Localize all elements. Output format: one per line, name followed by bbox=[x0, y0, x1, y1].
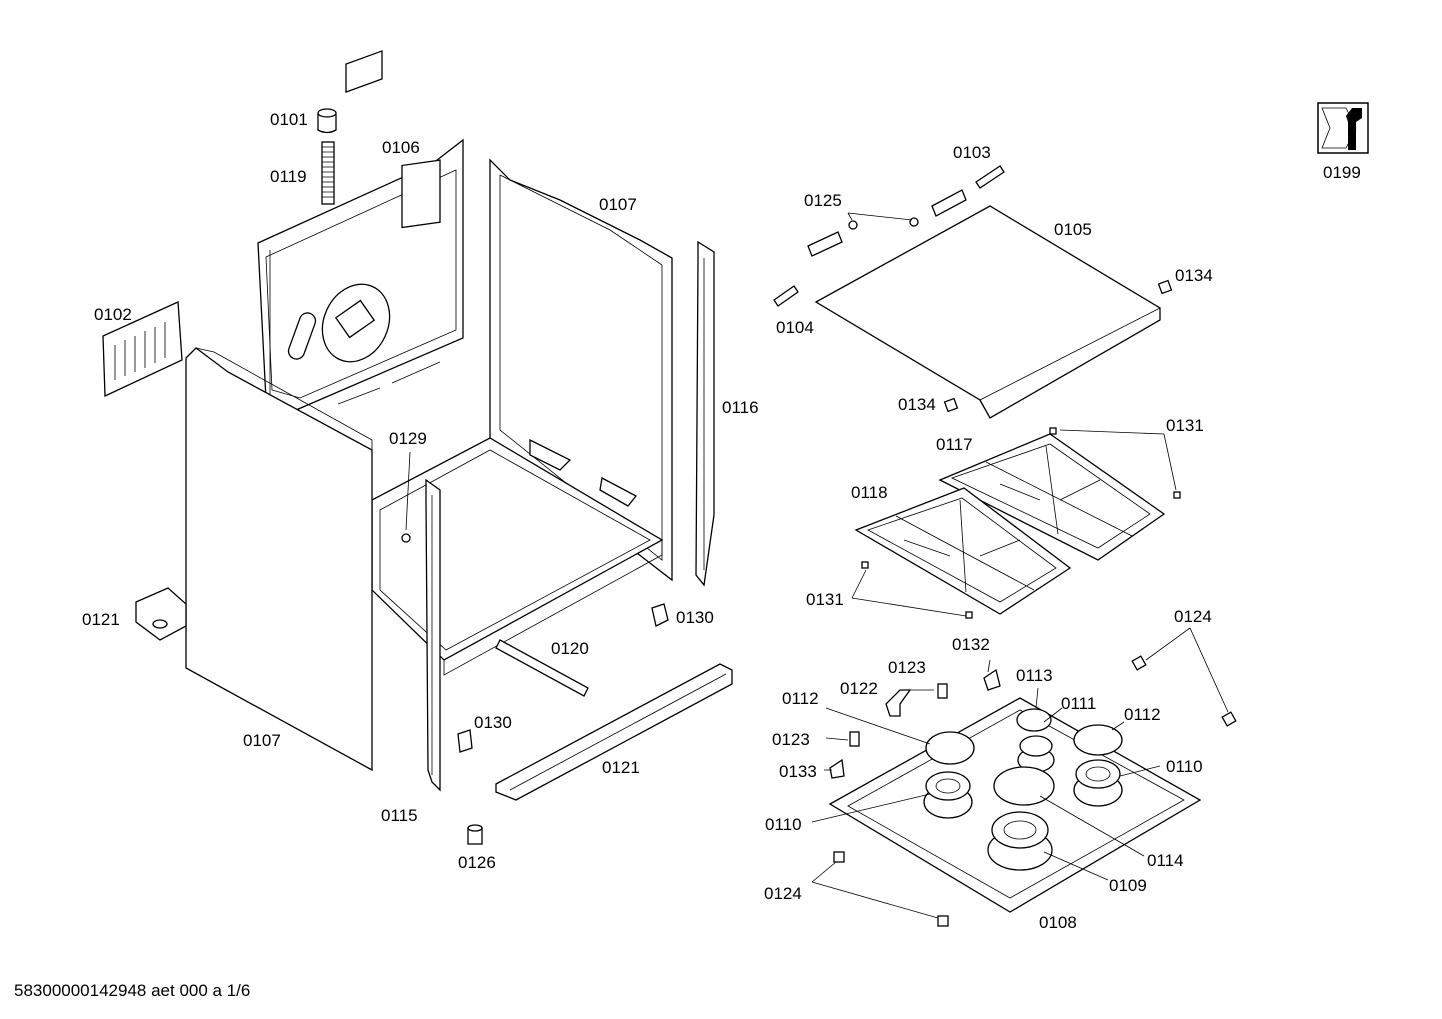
label-0101: 0101 bbox=[270, 110, 308, 129]
label-0132: 0132 bbox=[952, 635, 990, 654]
part-0125-nut-a bbox=[909, 217, 919, 227]
part-0104-screw bbox=[773, 285, 799, 307]
part-0110-burner-right bbox=[1073, 759, 1123, 807]
part-0117-grate bbox=[938, 433, 1166, 561]
label-0123-top: 0123 bbox=[888, 658, 926, 677]
part-0110-burner-left bbox=[923, 771, 973, 819]
label-0105: 0105 bbox=[1054, 220, 1092, 239]
leader-lines bbox=[811, 627, 1229, 919]
part-0111-burner-small bbox=[1017, 735, 1055, 773]
part-0109-burner-large bbox=[987, 811, 1053, 871]
label-0121-left: 0121 bbox=[82, 610, 120, 629]
part-0105-lid bbox=[814, 205, 1161, 419]
label-0118: 0118 bbox=[851, 483, 888, 502]
part-hinge-block-upper bbox=[931, 189, 967, 217]
part-0112-cap-right bbox=[1073, 724, 1123, 756]
label-0110-left: 0110 bbox=[765, 815, 802, 834]
label-0102: 0102 bbox=[94, 305, 132, 324]
part-0132-clip bbox=[983, 668, 1001, 691]
label-0124-top: 0124 bbox=[1174, 607, 1212, 626]
part-0131-foot-a bbox=[1049, 427, 1057, 435]
label-0123-left: 0123 bbox=[772, 730, 810, 749]
part-0115-front-strip bbox=[425, 478, 441, 792]
label-0112-left: 0112 bbox=[782, 689, 819, 708]
label-0103: 0103 bbox=[953, 143, 991, 162]
label-0115: 0115 bbox=[381, 806, 418, 825]
part-0123-clip-top bbox=[937, 683, 948, 699]
part-0121-rail-bottom bbox=[495, 663, 733, 801]
part-0113-cap-small bbox=[1016, 708, 1052, 732]
label-0106: 0106 bbox=[382, 138, 420, 157]
part-0121-bracket-left bbox=[135, 587, 187, 641]
part-0123-clip-left bbox=[849, 731, 860, 747]
part-0122-tube bbox=[885, 689, 912, 717]
label-0133: 0133 bbox=[779, 762, 817, 781]
leader-0131-top bbox=[1059, 429, 1177, 491]
part-0103-screw bbox=[975, 165, 1005, 189]
label-0107-side: 0107 bbox=[243, 731, 281, 750]
part-0101-cap bbox=[317, 108, 337, 134]
label-0130-right: 0130 bbox=[676, 608, 714, 627]
label-0131-bottom: 0131 bbox=[806, 590, 844, 609]
part-0134-pad-right bbox=[1157, 279, 1173, 295]
part-0126-foot bbox=[467, 824, 483, 845]
label-0117: 0117 bbox=[936, 435, 973, 454]
part-0130-clip-right bbox=[651, 603, 669, 627]
label-0119: 0119 bbox=[270, 167, 307, 186]
label-0126: 0126 bbox=[458, 853, 496, 872]
label-0134-right: 0134 bbox=[1175, 266, 1213, 285]
part-0125-nut-b bbox=[848, 220, 858, 230]
part-0118-grate bbox=[854, 487, 1072, 615]
part-0114-cap-large bbox=[993, 766, 1055, 806]
part-0107-side-panel-front bbox=[185, 347, 373, 772]
part-0124-clip-b bbox=[1221, 711, 1237, 727]
label-0114: 0114 bbox=[1147, 851, 1184, 870]
label-0122: 0122 bbox=[840, 679, 878, 698]
label-0124-bottom: 0124 bbox=[764, 884, 802, 903]
label-0121-bottom: 0121 bbox=[602, 758, 640, 777]
label-0125: 0125 bbox=[804, 191, 842, 210]
part-0119-hose bbox=[321, 141, 335, 205]
leader-0125 bbox=[847, 212, 913, 221]
part-0130-clip-left bbox=[457, 729, 473, 753]
label-0112-right: 0112 bbox=[1124, 705, 1161, 724]
label-0111: 0111 bbox=[1061, 694, 1096, 713]
part-0129-bolt bbox=[401, 451, 411, 543]
label-0108: 0108 bbox=[1039, 913, 1077, 932]
label-0134-left: 0134 bbox=[898, 395, 936, 414]
part-0116-trim-strip bbox=[695, 240, 715, 587]
part-0134-pad-left bbox=[943, 397, 959, 413]
part-0124-clip-c bbox=[833, 851, 845, 863]
part-hinge-block-lower bbox=[807, 231, 843, 257]
part-0131-foot-d bbox=[965, 611, 973, 619]
leader-0131-bottom bbox=[851, 569, 967, 617]
label-0199: 0199 bbox=[1323, 163, 1361, 182]
part-0124-clip-a bbox=[1131, 655, 1147, 671]
part-0102-grille bbox=[102, 301, 183, 398]
label-0107-back: 0107 bbox=[599, 195, 637, 214]
label-0113: 0113 bbox=[1016, 666, 1053, 685]
part-0106-back-panel bbox=[257, 50, 464, 411]
part-0112-cap-left bbox=[925, 731, 975, 765]
label-0120: 0120 bbox=[551, 639, 589, 658]
label-0116: 0116 bbox=[722, 398, 759, 417]
label-0130-left: 0130 bbox=[474, 713, 512, 732]
part-0131-foot-c bbox=[861, 561, 869, 569]
part-labels: 0101 0119 0106 0107 0102 0129 0116 0121 … bbox=[82, 110, 1361, 932]
part-0133-clip bbox=[829, 758, 845, 779]
part-0124-clip-d bbox=[937, 915, 949, 927]
part-bottom-tray bbox=[371, 437, 664, 676]
part-0120-rail bbox=[495, 639, 589, 697]
wrench-nut-icon bbox=[1317, 102, 1369, 154]
label-0109: 0109 bbox=[1109, 876, 1147, 895]
label-0110-right: 0110 bbox=[1166, 757, 1203, 776]
drawing-reference-code: 58300000142948 aet 000 a 1/6 bbox=[14, 981, 251, 1000]
part-0131-foot-b bbox=[1173, 491, 1181, 499]
label-0104: 0104 bbox=[776, 318, 814, 337]
label-0129: 0129 bbox=[389, 429, 427, 448]
label-0131-top: 0131 bbox=[1166, 416, 1204, 435]
